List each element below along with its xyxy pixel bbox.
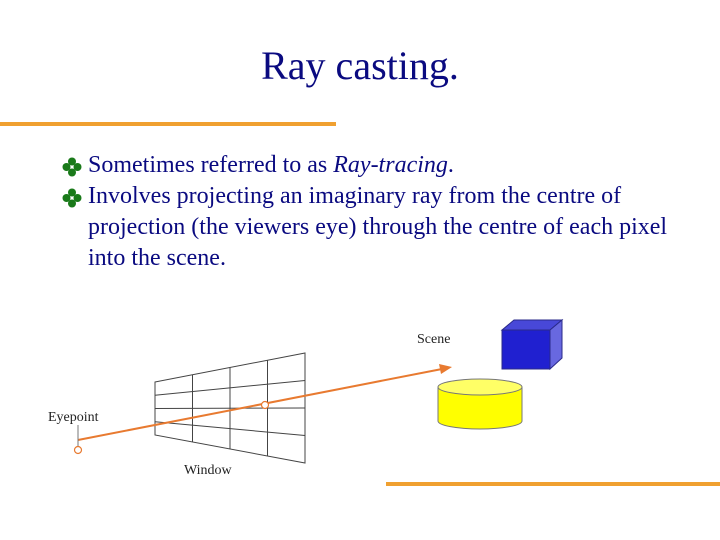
bullet-item: Sometimes referred to as Ray-tracing. <box>62 150 702 181</box>
window-grid <box>154 352 306 464</box>
ray-arrowhead <box>439 364 452 374</box>
eyepoint-label: Eyepoint <box>48 410 99 425</box>
scene-cylinder <box>437 378 523 430</box>
diamond-bullet-icon <box>62 157 82 177</box>
top-accent-rule <box>0 122 336 126</box>
scene-cube <box>500 318 564 371</box>
bottom-accent-rule <box>386 482 720 486</box>
window-label: Window <box>184 463 233 478</box>
bullet-list: Sometimes referred to as Ray-tracing. In… <box>62 150 702 274</box>
ray-line <box>77 368 443 441</box>
scene-label: Scene <box>417 332 450 347</box>
slide-title: Ray casting. <box>261 43 459 88</box>
pixel-marker <box>260 400 270 410</box>
diamond-bullet-icon <box>62 188 82 208</box>
bullet-text: Sometimes referred to as <box>88 152 334 178</box>
eyepoint-marker <box>73 445 83 455</box>
bullet-suffix: . <box>447 152 454 178</box>
bullet-emphasis: Ray-tracing <box>333 152 448 178</box>
bullet-text: Involves projecting an imaginary ray fro… <box>88 183 668 271</box>
bullet-item: Involves projecting an imaginary ray fro… <box>62 181 702 274</box>
